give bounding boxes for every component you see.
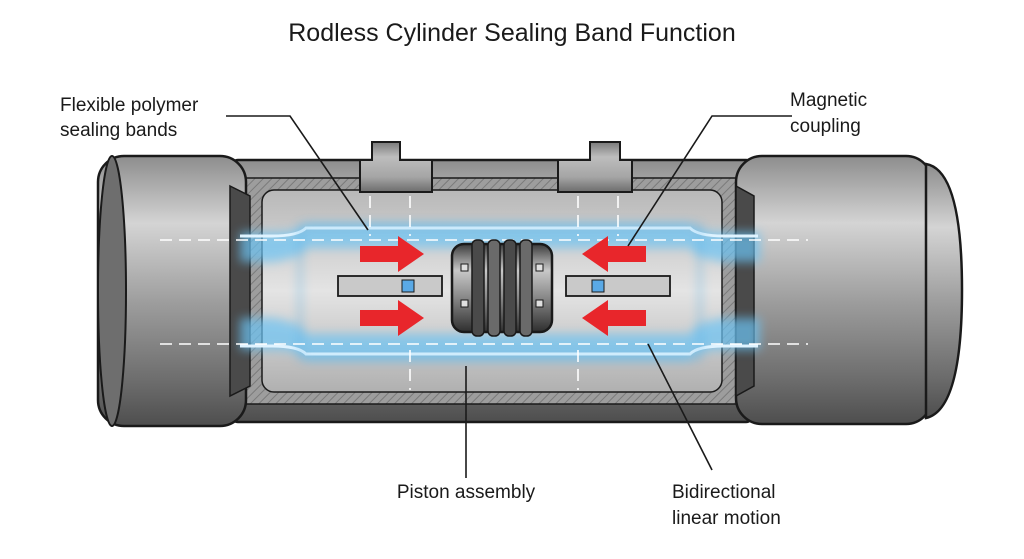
arrow-left-icon bbox=[582, 236, 646, 272]
carriage-blocks bbox=[359, 141, 633, 193]
label-magnetic-coupling: Magnetic coupling bbox=[790, 90, 872, 137]
label-piston-assembly: Piston assembly bbox=[397, 482, 536, 503]
label-sealing-bands: Flexible polymer sealing bands bbox=[60, 95, 204, 141]
left-end-cap bbox=[96, 154, 251, 428]
reference-lines bbox=[160, 196, 808, 390]
arrow-right-icon bbox=[360, 236, 424, 272]
diagram-title: Rodless Cylinder Sealing Band Function bbox=[288, 19, 735, 47]
right-end-cap bbox=[734, 154, 964, 426]
piston-assembly bbox=[450, 239, 554, 337]
magnet-bars bbox=[337, 275, 671, 297]
force-arrows bbox=[360, 236, 646, 336]
arrow-right-icon bbox=[360, 300, 424, 336]
label-bidirectional-motion: Bidirectional linear motion bbox=[672, 482, 781, 529]
leader-lines bbox=[226, 115, 792, 478]
arrow-left-icon bbox=[582, 300, 646, 336]
